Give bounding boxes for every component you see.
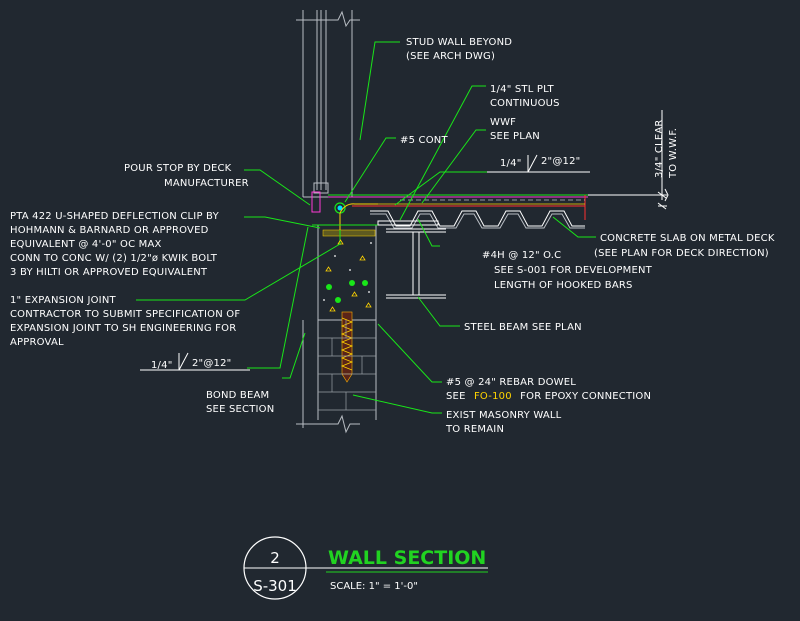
pta-label-2: HOHMANN & BARNARD OR APPROVED: [10, 225, 209, 236]
bond-beam: [312, 224, 380, 383]
drawing-title: WALL SECTION: [328, 547, 486, 569]
epoxy-see: SEE: [446, 391, 466, 402]
detail-number: 2: [270, 549, 280, 567]
clear-label-2: TO W.W.F.: [668, 128, 679, 179]
sheet-number: S-301: [253, 577, 297, 595]
weld-symbol-top: 1/4" 2"@12": [487, 154, 590, 173]
callout-wwf: WWF SEE PLAN: [490, 117, 540, 142]
hooked-bars-label-2: SEE S-001 FOR DEVELOPMENT: [494, 265, 653, 276]
weld-symbol-bottom: 1/4" 2"@12": [140, 352, 250, 371]
stud-wall: [296, 10, 360, 213]
five-cont-label: #5 CONT: [400, 135, 448, 146]
steel-beam: [377, 220, 446, 299]
callout-deflection-clip: PTA 422 U-SHAPED DEFLECTION CLIP BY HOHM…: [10, 211, 220, 278]
pta-label-1: PTA 422 U-SHAPED DEFLECTION CLIP BY: [10, 211, 220, 222]
callout-pour-stop: POUR STOP BY DECK MANUFACTURER: [124, 163, 249, 189]
expansion-joint-label-2: CONTRACTOR TO SUBMIT SPECIFICATION OF: [10, 309, 240, 320]
bond-beam-label-2: SEE SECTION: [206, 404, 274, 415]
weld-bottom-pitch: 2"@12": [192, 358, 232, 369]
callout-concrete-slab: CONCRETE SLAB ON METAL DECK (SEE PLAN FO…: [594, 233, 775, 259]
pta-label-5: 3 BY HILTI OR APPROVED EQUIVALENT: [10, 267, 208, 278]
wwf-label-1: WWF: [490, 117, 516, 128]
pour-stop-label-1: POUR STOP BY DECK: [124, 163, 232, 174]
hooked-bars-label-3: LENGTH OF HOOKED BARS: [494, 280, 633, 291]
leader-lines: [136, 41, 596, 414]
title-block: 2 S-301 WALL SECTION SCALE: 1" = 1'-0": [243, 536, 488, 600]
expansion-joint-label-4: APPROVAL: [10, 337, 64, 348]
concrete-slab-label-2: (SEE PLAN FOR DECK DIRECTION): [594, 248, 769, 259]
bond-beam-label-1: BOND BEAM: [206, 390, 269, 401]
masonry-label-2: TO REMAIN: [445, 424, 504, 435]
concrete-slab-on-metal-deck: [328, 188, 669, 244]
masonry-label-1: EXIST MASONRY WALL: [446, 410, 562, 421]
pour-stop-label-2: MANUFACTURER: [164, 178, 249, 189]
stl-plt-label-1: 1/4" STL PLT: [490, 84, 555, 95]
callout-bond-beam: BOND BEAM SEE SECTION: [206, 390, 274, 415]
expansion-joint-label-1: 1" EXPANSION JOINT: [10, 295, 116, 306]
epoxy-line: SEE FO-100 FOR EPOXY CONNECTION: [446, 391, 651, 402]
expansion-joint-label-3: EXPANSION JOINT TO SH ENGINEERING FOR: [10, 323, 236, 334]
weld-bottom-size: 1/4": [151, 360, 173, 371]
callout-masonry: EXIST MASONRY WALL TO REMAIN: [445, 410, 562, 435]
wwf-label-2: SEE PLAN: [490, 131, 540, 142]
concrete-slab-label-1: CONCRETE SLAB ON METAL DECK: [600, 233, 775, 244]
drawing-scale: SCALE: 1" = 1'-0": [330, 581, 418, 592]
callout-hooked-bars: #4H @ 12" O.C SEE S-001 FOR DEVELOPMENT …: [482, 250, 653, 291]
weld-top-pitch: 2"@12": [541, 156, 581, 167]
clear-dimension: 3/4" CLEAR TO W.W.F.: [654, 110, 679, 210]
callout-expansion-joint: 1" EXPANSION JOINT CONTRACTOR TO SUBMIT …: [10, 295, 240, 348]
epoxy-rest: FOR EPOXY CONNECTION: [520, 391, 651, 402]
clear-label-1: 3/4" CLEAR: [654, 119, 665, 178]
stud-wall-label-2: (SEE ARCH DWG): [406, 51, 495, 62]
existing-masonry-wall: [296, 320, 377, 434]
weld-top-size: 1/4": [500, 158, 522, 169]
epoxy-ref: FO-100: [474, 391, 512, 402]
hooked-bars-label-1: #4H @ 12" O.C: [482, 250, 561, 261]
callout-rebar-dowel: #5 @ 24" REBAR DOWEL SEE FO-100 FOR EPOX…: [446, 377, 651, 402]
callout-stud-wall: STUD WALL BEYOND (SEE ARCH DWG): [406, 37, 512, 62]
pta-label-3: EQUIVALENT @ 4'-0" OC MAX: [10, 239, 162, 250]
pta-label-4: CONN TO CONC W/ (2) 1/2"ø KWIK BOLT: [10, 253, 218, 264]
steel-beam-label: STEEL BEAM SEE PLAN: [464, 322, 582, 333]
stud-wall-label-1: STUD WALL BEYOND: [406, 37, 512, 48]
callout-steel-plate: 1/4" STL PLT CONTINUOUS: [490, 84, 560, 109]
rebar-dowel-label: #5 @ 24" REBAR DOWEL: [446, 377, 576, 388]
stl-plt-label-2: CONTINUOUS: [490, 98, 560, 109]
